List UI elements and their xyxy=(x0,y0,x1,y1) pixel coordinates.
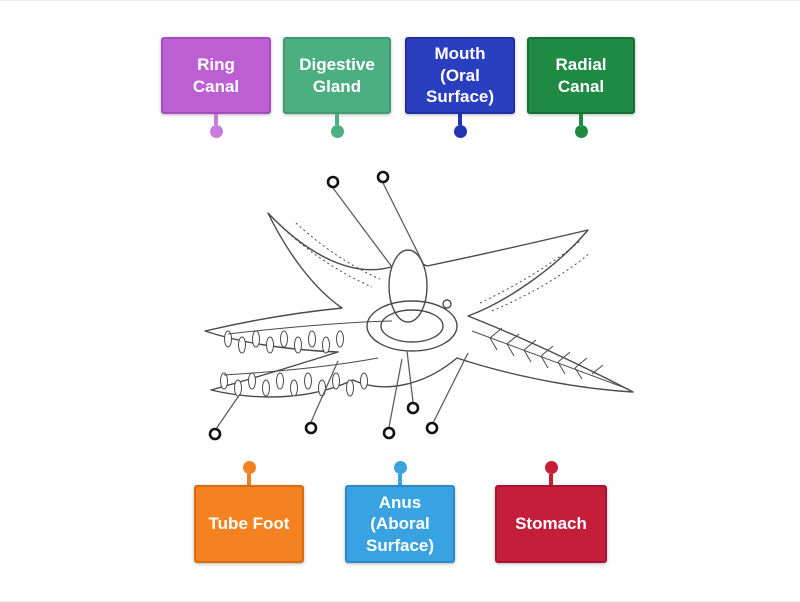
pin-stem xyxy=(214,114,218,125)
pin-dot xyxy=(393,461,407,474)
label-stomach[interactable]: Stomach xyxy=(495,485,607,563)
madreporite xyxy=(442,299,452,309)
label-text: Anus (Aboral Surface) xyxy=(365,492,435,555)
pin-ring-canal xyxy=(209,114,223,138)
pin-radial-canal xyxy=(574,114,588,138)
answer-markers xyxy=(208,170,439,441)
label-text: Digestive Gland xyxy=(299,55,375,96)
pin-anus xyxy=(393,461,407,485)
pin-stem xyxy=(247,474,251,485)
answer-marker[interactable] xyxy=(376,170,390,184)
answer-marker[interactable] xyxy=(304,421,318,435)
answer-marker[interactable] xyxy=(382,426,396,440)
pin-stem xyxy=(549,474,553,485)
label-text: Mouth (Oral Surface) xyxy=(425,44,495,107)
label-text: Stomach xyxy=(515,514,587,534)
answer-marker[interactable] xyxy=(326,175,340,189)
label-tube-foot[interactable]: Tube Foot xyxy=(194,485,304,563)
pin-dot xyxy=(209,125,223,138)
pin-digestive-gland xyxy=(330,114,344,138)
pin-dot xyxy=(453,125,467,138)
label-radial-canal[interactable]: Radial Canal xyxy=(527,37,635,114)
pin-dot xyxy=(242,461,256,474)
starfish-body xyxy=(204,212,634,398)
pin-stem xyxy=(398,474,402,485)
arm-spines xyxy=(471,327,629,390)
pin-dot xyxy=(330,125,344,138)
answer-marker[interactable] xyxy=(208,427,222,441)
answer-marker[interactable] xyxy=(406,401,420,415)
pin-stem xyxy=(458,114,462,125)
pin-tube-foot xyxy=(242,461,256,485)
label-text: Tube Foot xyxy=(208,514,290,534)
pin-stem xyxy=(579,114,583,125)
label-text: Radial Canal xyxy=(555,55,607,96)
tube-feet-row-lower xyxy=(220,372,368,397)
label-text: Ring Canal xyxy=(192,55,240,96)
pin-stem xyxy=(335,114,339,125)
pin-mouth xyxy=(453,114,467,138)
radial-canal-lines xyxy=(223,320,393,376)
label-mouth-oral-surface[interactable]: Mouth (Oral Surface) xyxy=(405,37,515,114)
label-anus-aboral-surface[interactable]: Anus (Aboral Surface) xyxy=(345,485,455,563)
answer-marker[interactable] xyxy=(425,421,439,435)
tube-feet-row-upper xyxy=(224,330,344,354)
pin-dot xyxy=(574,125,588,138)
pin-stomach xyxy=(544,461,558,485)
pin-dot xyxy=(544,461,558,474)
leader-lines xyxy=(215,182,469,430)
label-ring-canal[interactable]: Ring Canal xyxy=(161,37,271,114)
arm-texture xyxy=(283,222,591,312)
label-digestive-gland[interactable]: Digestive Gland xyxy=(283,37,391,114)
